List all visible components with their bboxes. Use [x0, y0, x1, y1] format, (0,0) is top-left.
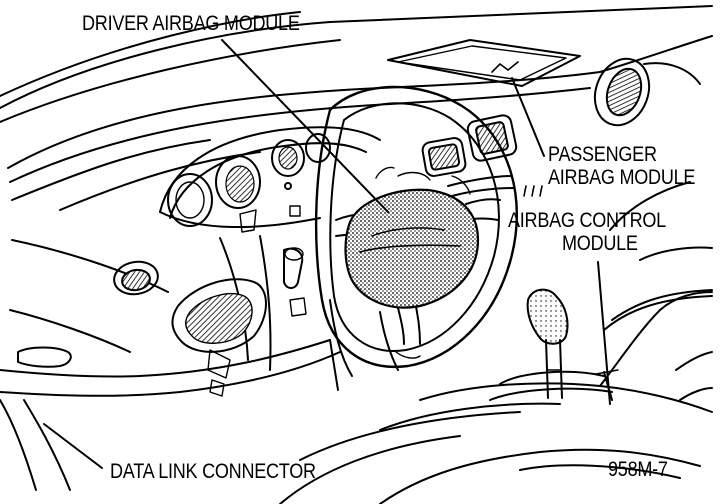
- windshield-frame: [0, 5, 713, 123]
- tick-marks: [523, 185, 543, 197]
- passenger-airbag-label-line2: AIRBAG MODULE: [548, 166, 696, 189]
- leader-passenger-airbag: [511, 77, 545, 157]
- driver-airbag-hub: [344, 188, 480, 309]
- door-pull: [0, 346, 72, 491]
- gear-shifter: [489, 288, 613, 401]
- airbag-control-label-line2: MODULE: [562, 232, 638, 255]
- figure-code: 958M-7: [608, 458, 668, 481]
- driver-airbag-label: DRIVER AIRBAG MODULE: [82, 12, 300, 35]
- left-vent: [113, 260, 159, 296]
- passenger-airbag-door: [387, 39, 581, 87]
- lower-left-vent: [171, 278, 267, 353]
- leader-data-link: [43, 423, 103, 469]
- instrument-cluster: [159, 126, 381, 233]
- airbag-control-label-line1: AIRBAG CONTROL: [508, 209, 666, 232]
- center-console: [279, 181, 713, 504]
- lower-dash: [0, 235, 341, 397]
- steering-wheel: [314, 85, 518, 369]
- leader-driver-airbag: [221, 39, 389, 213]
- passenger-airbag-label-line1: PASSENGER: [548, 143, 657, 166]
- right-dash-vent: [593, 57, 701, 127]
- leader-control-module: [597, 261, 611, 405]
- data-link-connector-label: DATA LINK CONNECTOR: [110, 460, 316, 483]
